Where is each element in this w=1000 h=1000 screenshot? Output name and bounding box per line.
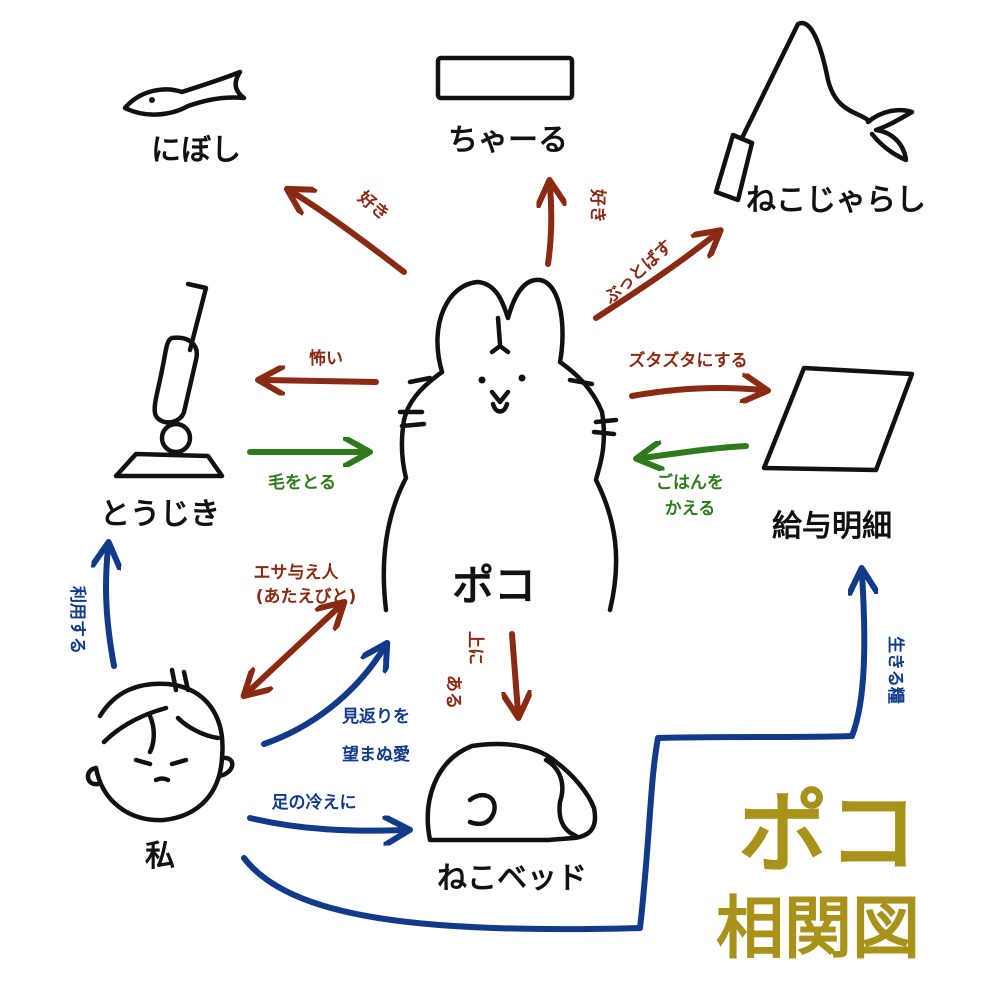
arrow-poko-to-vacuum	[264, 380, 379, 382]
diagram-title-line2: 相関図	[716, 890, 920, 969]
arrow-esa	[248, 606, 340, 692]
edge-label-churu: 好き	[587, 188, 608, 223]
arrow-payslip-to-poko	[642, 446, 749, 458]
edge-label-niboshi: 好き	[353, 186, 393, 225]
edge-label-gohan-2: かえる	[665, 499, 716, 519]
arrow-me-to-poko	[261, 648, 384, 747]
niboshi-icon	[122, 69, 247, 117]
edge-label-ue-2: ある	[443, 675, 463, 709]
watashi-icon	[85, 667, 235, 823]
node-churu: ちゃーる	[448, 123, 568, 158]
churu-icon	[435, 55, 575, 101]
edge-label-esa-1: エサ与え人	[254, 563, 340, 583]
arrow-me-to-bed	[247, 818, 404, 831]
arrow-poko-to-nekojarashi	[593, 234, 716, 321]
edge-label-ue-1: 上に	[465, 631, 485, 665]
nekojarashi-icon	[713, 20, 915, 203]
arrow-poko-to-churu	[548, 186, 551, 267]
edge-label-gohan-1: ごはんを	[656, 472, 724, 493]
node-niboshi: にぼし	[151, 133, 241, 168]
arrow-me-to-payslip	[241, 574, 864, 933]
edge-label-mowotoru: 毛をとる	[268, 472, 336, 493]
edge-label-ikiru: 生きる糧	[885, 636, 906, 704]
node-poko: ポコ	[452, 561, 536, 610]
edge-label-mimamori-1: 見返りを	[341, 707, 410, 727]
edge-label-ashi: 足の冷えに	[272, 792, 357, 813]
edge-label-esa-2: (あたえびと)	[256, 587, 357, 607]
payslip-icon	[761, 365, 915, 473]
cat-bed-icon	[425, 741, 598, 843]
arrow-poko-to-bed	[512, 631, 518, 712]
node-nekojarashi: ねこじゃらし	[746, 183, 926, 218]
node-watashi: 私	[145, 839, 175, 874]
vacuum-icon	[113, 281, 225, 479]
edge-label-kowai: 怖い	[309, 348, 343, 369]
cat-poko-icon	[381, 277, 619, 613]
node-nekobed: ねこベッド	[437, 861, 587, 896]
arrow-me-to-vacuum	[106, 548, 114, 669]
diagram-title-line1: ポコ	[738, 781, 918, 886]
edge-label-riyou: 利用する	[67, 586, 88, 654]
arrow-poko-to-niboshi	[292, 192, 407, 275]
node-kyuyo: 給与明細	[772, 509, 892, 544]
edge-label-mimamori-2: 望まぬ愛	[342, 744, 410, 765]
node-soujiki: とうじき	[100, 497, 220, 532]
arrow-poko-to-payslip	[629, 388, 762, 396]
edge-label-zutazuta: ズタズタにする	[628, 350, 747, 371]
